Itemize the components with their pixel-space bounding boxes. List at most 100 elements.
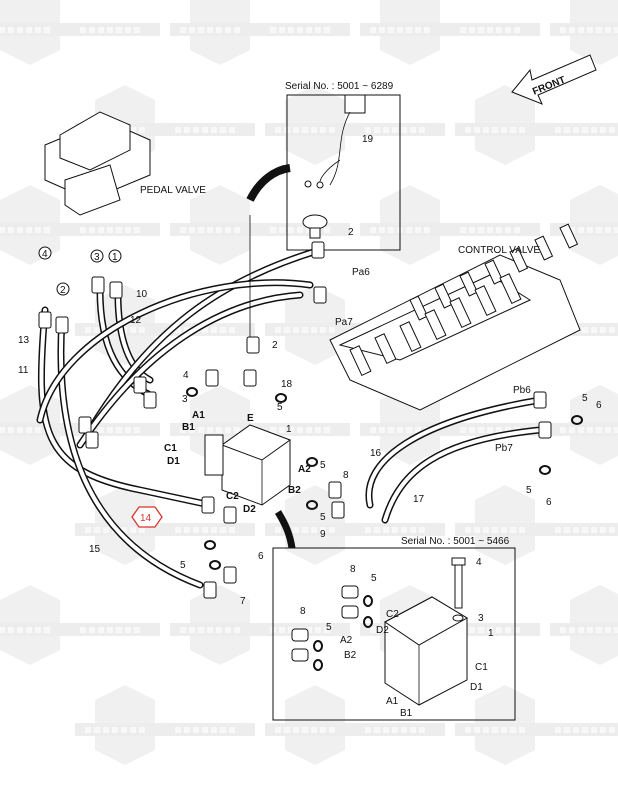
watermark-mark — [288, 27, 294, 33]
watermark-mark — [302, 327, 308, 333]
watermark-mark — [483, 527, 489, 533]
watermark-mark — [569, 627, 575, 633]
watermark-mark — [89, 227, 95, 233]
watermark-mark — [184, 127, 190, 133]
watermark-mark — [198, 627, 204, 633]
callout-C1: C1 — [164, 443, 177, 454]
watermark-mark — [17, 627, 23, 633]
watermark-mark — [225, 27, 231, 33]
watermark-mark — [460, 227, 466, 233]
watermark-mark — [492, 527, 498, 533]
callout-19: 19 — [362, 134, 374, 145]
watermark-mark — [569, 227, 575, 233]
watermark-mark — [596, 427, 602, 433]
control-valve — [329, 223, 581, 411]
watermark-mark — [569, 427, 575, 433]
watermark-mark — [370, 427, 376, 433]
hose-fitting — [331, 501, 345, 519]
watermark-mark — [370, 227, 376, 233]
watermark-mark — [288, 227, 294, 233]
watermark-mark — [180, 427, 186, 433]
valve-spool — [509, 247, 529, 273]
watermark-mark — [424, 227, 430, 233]
callout-18: 18 — [281, 379, 293, 390]
watermark-mark — [614, 227, 618, 233]
watermark-mark — [216, 627, 222, 633]
watermark-mark — [193, 127, 199, 133]
valve-spool — [449, 297, 472, 329]
watermark-mark — [496, 227, 502, 233]
watermark-mark — [279, 427, 285, 433]
hose-fitting — [85, 431, 99, 449]
watermark-mark — [596, 27, 602, 33]
watermark-band — [265, 523, 445, 536]
watermark-mark — [596, 227, 602, 233]
inset-fitting — [341, 605, 359, 619]
watermark-mark — [220, 727, 226, 733]
watermark-mark — [17, 427, 23, 433]
watermark-mark — [103, 527, 109, 533]
watermark-mark — [496, 627, 502, 633]
watermark-mark — [469, 427, 475, 433]
watermark-mark — [605, 27, 611, 33]
watermark-mark — [324, 227, 330, 233]
watermark-mark — [582, 327, 588, 333]
port-3: 3 — [94, 252, 100, 263]
watermark-mark — [130, 327, 136, 333]
watermark-mark — [229, 527, 235, 533]
callout-11: 11 — [18, 365, 29, 376]
callout-14[interactable]: 14 — [140, 513, 152, 524]
watermark-mark — [311, 527, 317, 533]
watermark-mark — [85, 727, 91, 733]
watermark-mark — [202, 727, 208, 733]
hose-fitting — [201, 496, 215, 514]
watermark-mark — [202, 527, 208, 533]
fittings — [38, 241, 583, 599]
serial-label-bottom: Serial No. : 5001 ~ 5466 — [401, 536, 510, 547]
watermark-mark — [220, 127, 226, 133]
hose-fitting — [311, 241, 325, 259]
watermark-mark — [560, 627, 566, 633]
watermark-mark — [410, 727, 416, 733]
watermark-mark — [370, 627, 376, 633]
callout-10: 10 — [136, 289, 148, 300]
watermark-mark — [234, 427, 240, 433]
watermark-mark — [134, 427, 140, 433]
watermark-mark — [207, 427, 213, 433]
watermark-mark — [189, 227, 195, 233]
watermark-mark — [220, 327, 226, 333]
watermark-mark — [478, 227, 484, 233]
watermark-mark — [17, 227, 23, 233]
port-2: 2 — [60, 285, 66, 296]
watermark-mark — [26, 227, 32, 233]
valve-spool — [374, 333, 397, 365]
inset-fitting — [291, 628, 309, 642]
watermark-mark — [139, 727, 145, 733]
watermark-mark — [324, 627, 330, 633]
highlight-hexagon[interactable] — [131, 506, 163, 528]
hose-fitting — [78, 416, 92, 434]
watermark-mark — [410, 527, 416, 533]
watermark-mark — [582, 727, 588, 733]
o-ring — [204, 540, 216, 550]
watermark-mark — [279, 227, 285, 233]
watermark-mark — [112, 727, 118, 733]
watermark-mark — [474, 127, 480, 133]
watermark-mark — [89, 627, 95, 633]
callout-6: 6 — [596, 400, 602, 411]
watermark-mark — [211, 727, 217, 733]
watermark-mark — [587, 27, 593, 33]
watermark-mark — [596, 627, 602, 633]
valve-block — [204, 424, 292, 506]
inset-callout-C1: C1 — [475, 662, 488, 673]
watermark-mark — [302, 727, 308, 733]
watermark-mark — [302, 527, 308, 533]
watermark-mark — [107, 627, 113, 633]
watermark-mark — [329, 327, 335, 333]
watermark-mark — [293, 327, 299, 333]
watermark-mark — [311, 327, 317, 333]
watermark-mark — [315, 627, 321, 633]
watermark-mark — [94, 527, 100, 533]
watermark-mark — [374, 727, 380, 733]
watermark-mark — [26, 27, 32, 33]
